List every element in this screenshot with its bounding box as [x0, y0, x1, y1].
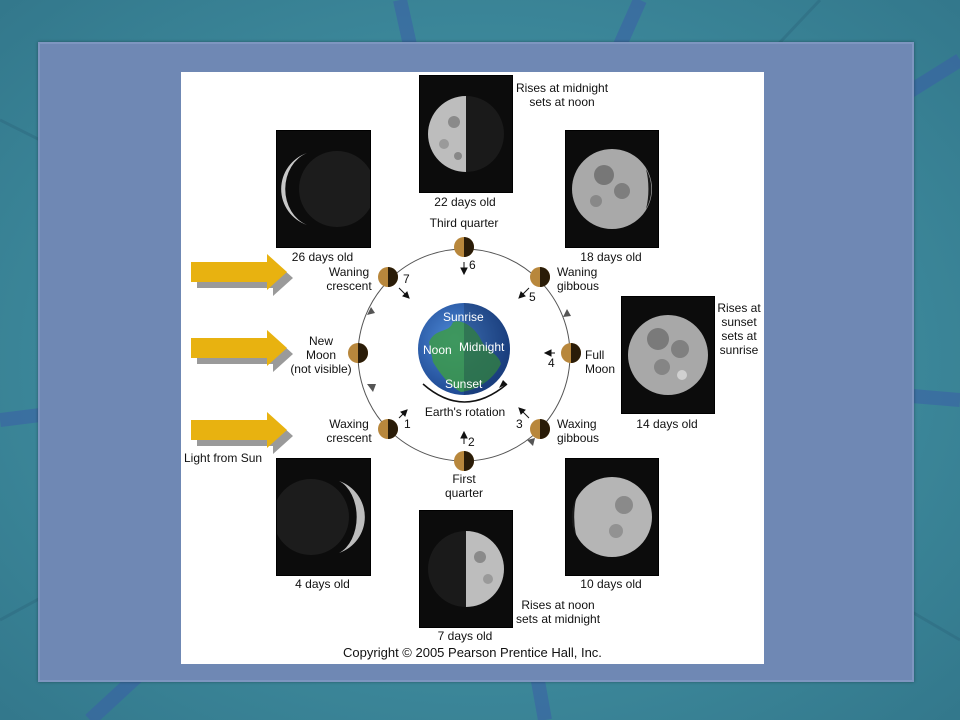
label-full-moon-line2: Moon: [585, 362, 616, 376]
label-waxing-crescent-line2: crescent: [326, 431, 372, 445]
orbit-moons: [348, 237, 581, 471]
caption-4-days: 4 days old: [295, 577, 350, 591]
label-waning-crescent-line2: crescent: [326, 279, 372, 293]
earth-label-sunset: Sunset: [445, 377, 483, 391]
sun-arrows: [191, 254, 293, 454]
number-4: 4: [548, 356, 555, 370]
label-new-moon: New Moon (not visible): [285, 334, 357, 376]
note-third-quarter-line2: sets at noon: [529, 95, 595, 109]
label-waxing-crescent-line1: Waxing: [329, 417, 369, 431]
moon-photo-7-days: [419, 510, 513, 628]
moon-photo-4-days: [276, 458, 371, 576]
caption-18-days: 18 days old: [580, 250, 642, 264]
earth-label-sunrise: Sunrise: [443, 310, 484, 324]
caption-10-days: 10 days old: [580, 577, 642, 591]
moon-photo-18-days: [565, 130, 659, 248]
label-third-quarter: Third quarter: [429, 216, 499, 230]
note-first-quarter: Rises at noon sets at midnight: [516, 598, 600, 626]
label-first-quarter: First quarter: [436, 472, 492, 500]
moon-phases-diagram: 26 days old 22 days old 18 days old 14 d…: [181, 72, 764, 664]
number-6: 6: [469, 258, 476, 272]
note-first-quarter-line2: sets at midnight: [516, 612, 601, 626]
label-full-moon-line1: Full: [585, 348, 605, 362]
note-full-line4: sunrise: [719, 343, 759, 357]
label-waning-gibbous: Waning gibbous: [557, 265, 599, 293]
label-waning-gibbous-line1: Waning: [557, 265, 598, 279]
note-full-line2: sunset: [721, 315, 757, 329]
number-3: 3: [516, 417, 523, 431]
earth-label-noon: Noon: [423, 343, 452, 357]
note-full-line1: Rises at: [717, 301, 761, 315]
number-1: 1: [404, 417, 411, 431]
label-waxing-gibbous-line1: Waxing: [557, 417, 597, 431]
orbit-direction-arrows: [367, 307, 571, 446]
note-third-quarter: Rises at midnight sets at noon: [516, 81, 608, 109]
sun-label: Light from Sun: [184, 451, 263, 465]
moon-photo-22-days: [419, 75, 513, 193]
label-waning-crescent-line1: Waning: [328, 265, 370, 279]
label-full-moon: Full Moon: [585, 348, 615, 376]
note-full-moon: Rises at sunset sets at sunrise: [715, 301, 763, 357]
label-waning-crescent: Waning crescent: [321, 265, 377, 293]
earth-rotation-arrow: [422, 383, 508, 403]
label-new-moon-line3: (not visible): [290, 362, 352, 376]
sun-arrow-top: [191, 254, 293, 296]
caption-26-days: 26 days old: [291, 250, 354, 264]
label-waxing-crescent: Waxing crescent: [321, 417, 377, 445]
number-5: 5: [529, 290, 536, 304]
earth-rotation-caption: Earth's rotation: [424, 405, 506, 419]
caption-14-days: 14 days old: [636, 417, 698, 431]
note-third-quarter-line1: Rises at midnight: [516, 81, 609, 95]
diagram-graphics: [191, 237, 581, 471]
moon-photo-10-days: [565, 458, 659, 576]
copyright-line: Copyright © 2005 Pearson Prentice Hall, …: [343, 645, 602, 660]
sun-arrow-bottom: [191, 412, 293, 454]
viewing-arrows: [398, 262, 555, 444]
moon-photo-14-days: [621, 296, 715, 414]
caption-7-days: 7 days old: [437, 629, 493, 643]
earth: [418, 303, 510, 395]
sun-arrow-middle: [191, 330, 293, 372]
label-first-quarter-line1: First: [452, 472, 476, 486]
number-7: 7: [403, 272, 410, 286]
label-waxing-gibbous-line2: gibbous: [557, 431, 600, 445]
label-waxing-gibbous: Waxing gibbous: [557, 417, 599, 445]
label-waning-gibbous-line2: gibbous: [557, 279, 600, 293]
note-first-quarter-line1: Rises at noon: [521, 598, 595, 612]
number-2: 2: [468, 435, 475, 449]
label-first-quarter-line2: quarter: [444, 486, 484, 500]
earth-label-midnight: Midnight: [459, 340, 505, 354]
label-new-moon-line1: New: [308, 334, 333, 348]
moon-photo-26-days: [276, 130, 371, 248]
note-full-line3: sets at: [721, 329, 757, 343]
label-new-moon-line2: Moon: [305, 348, 337, 362]
caption-22-days: 22 days old: [434, 195, 496, 209]
